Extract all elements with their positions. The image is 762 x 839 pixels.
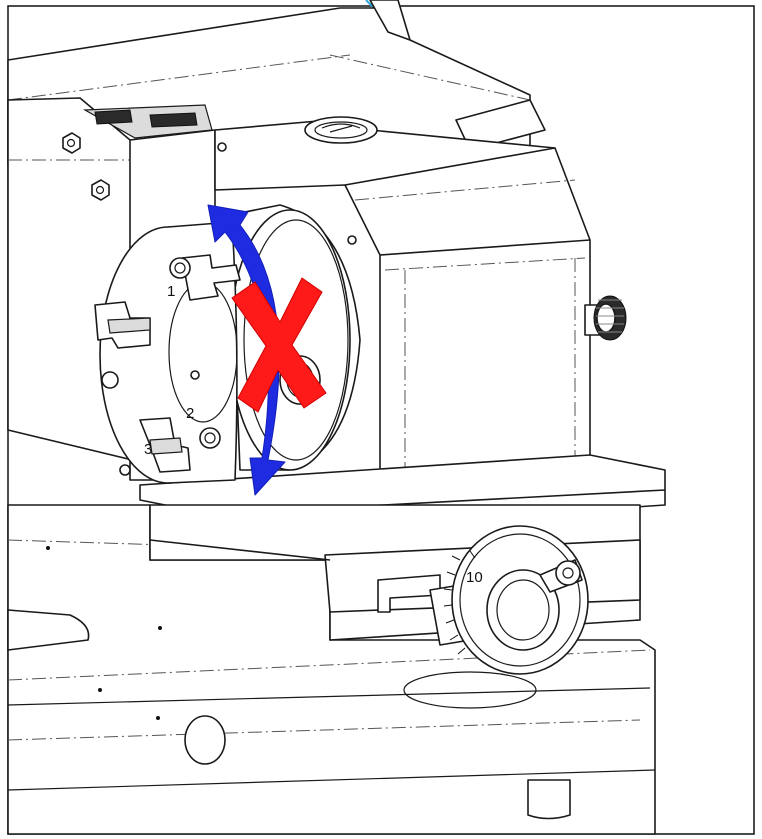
hex-bolt [91,179,110,201]
three-jaw-chuck: 1 2 3 [94,221,241,484]
bed-slot [7,609,90,651]
prohibition-cross [231,277,327,413]
rotation-arrow [207,204,286,496]
blue-arrow-shape [207,204,286,496]
svg-text:10: 10 [466,569,483,586]
hex-bolt [62,132,81,154]
red-x-shape [231,277,327,413]
jaw-number-3: 3 [144,441,152,458]
brand-emblem [304,116,378,144]
bed-knob [184,715,226,765]
side-locking-knob [584,295,627,341]
handwheel: 10 [403,525,589,709]
chuck-jaw-1 [181,254,241,301]
handwheel-handle [555,560,581,586]
machine-foot [527,779,571,820]
jaw-number-2: 2 [186,405,194,422]
jaw-number-1: 1 [167,283,175,300]
